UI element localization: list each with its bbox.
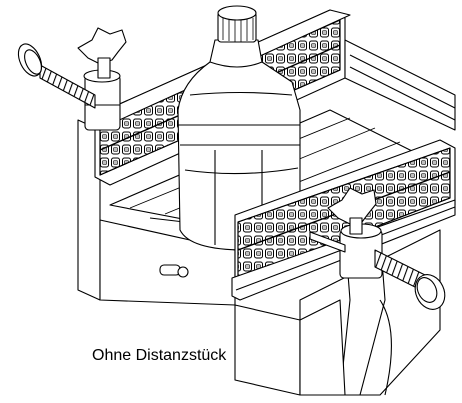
base-screw [159, 264, 189, 278]
left-clamp [17, 27, 127, 131]
left-star-knob [77, 27, 127, 65]
rail-extension [344, 39, 456, 131]
right-clamp [309, 187, 446, 396]
bottle-drawing [177, 5, 301, 251]
caption-label: Ohne Distanzstück [92, 347, 227, 364]
base-frame-lower [234, 304, 301, 396]
right-star-knob [327, 187, 377, 225]
